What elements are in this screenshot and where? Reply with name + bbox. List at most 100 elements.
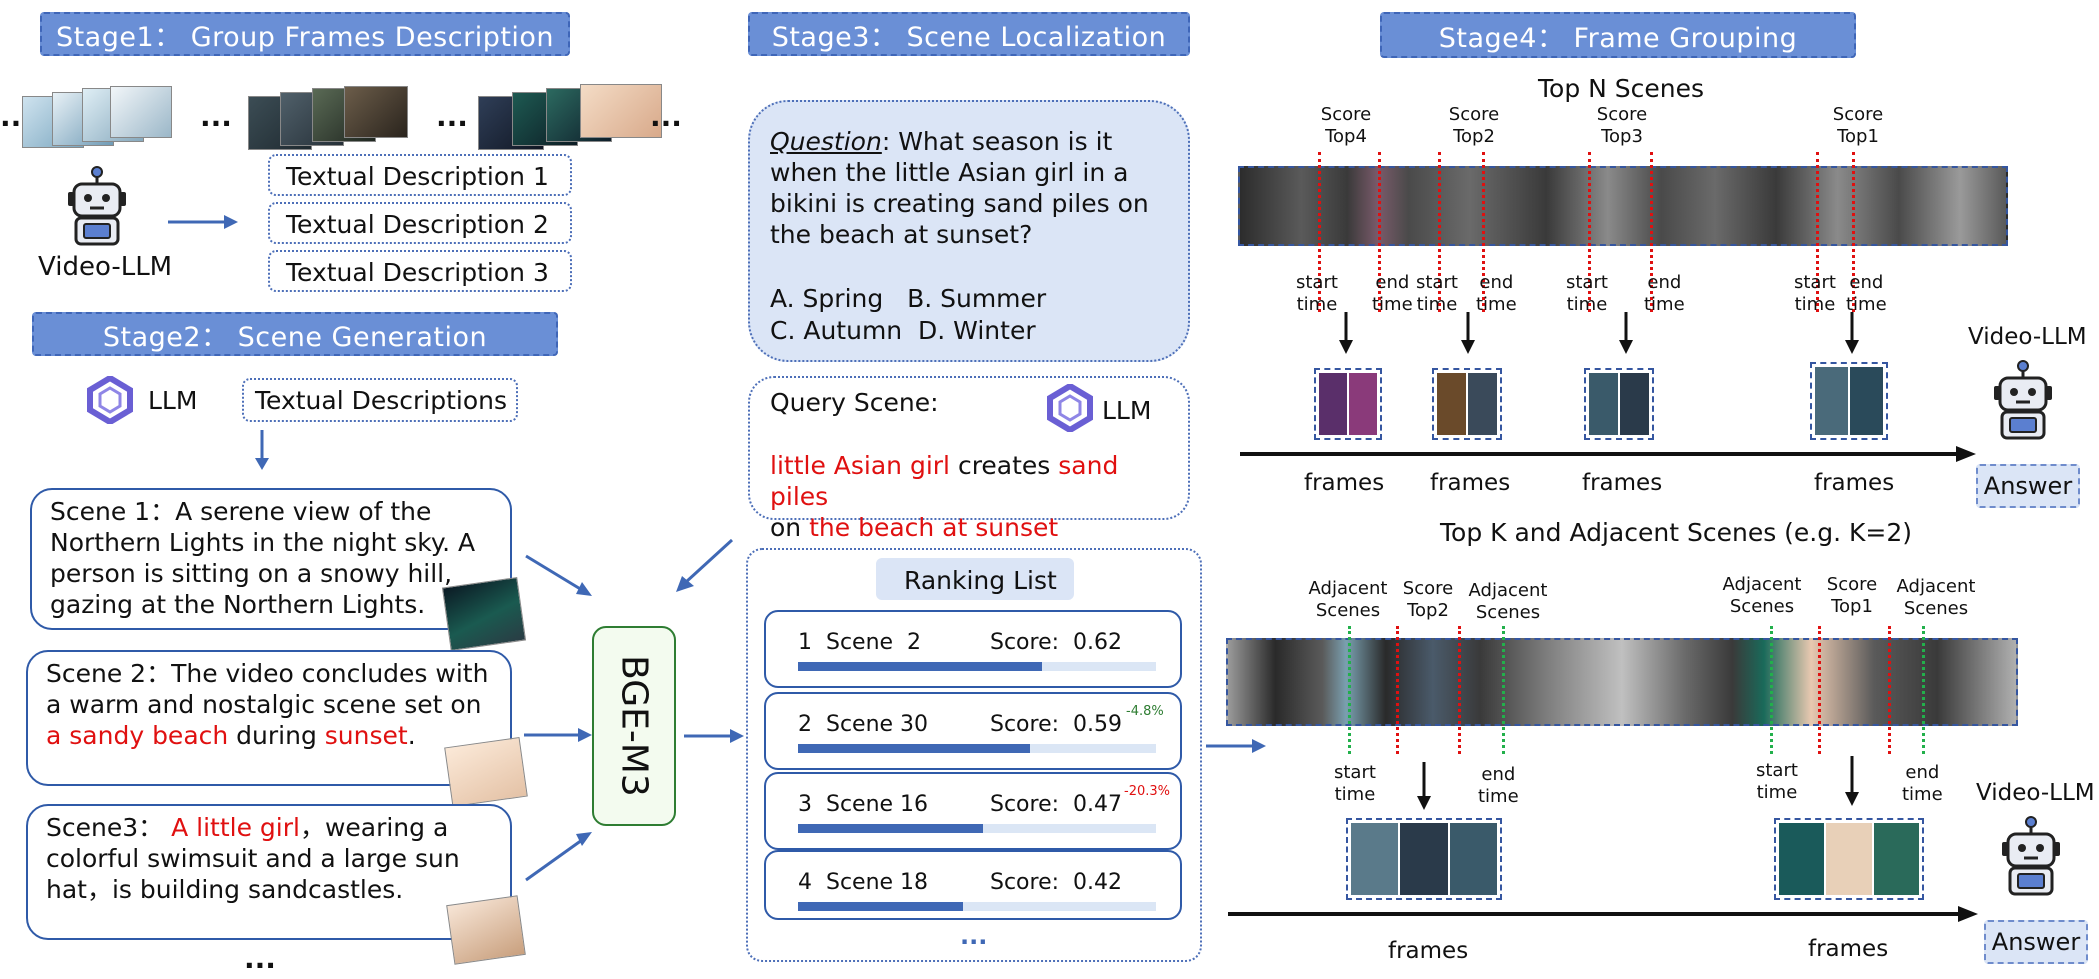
question-body: : What season is it when the little Asia… — [770, 127, 1149, 249]
scene-end-marker — [1650, 152, 1653, 312]
scene-2-thumbnail — [444, 737, 528, 807]
ranking-row-label: 3 Scene 16 — [798, 792, 929, 817]
scene-2-card: Scene 2：The video concludes with a warm … — [26, 650, 512, 786]
ranking-row-score: Score: 0.47 — [990, 792, 1122, 817]
arrow-down-icon — [1417, 762, 1431, 810]
robot-icon — [1994, 360, 2052, 440]
frame-thumbnail — [1779, 823, 1825, 895]
video-llm-label: Video-LLM — [38, 252, 173, 282]
top-k-adjacent-title: Top K and Adjacent Scenes (e.g. K=2) — [1440, 518, 1913, 547]
timeline-arrow-1 — [1240, 446, 1976, 462]
textual-description-box-1 — [268, 154, 572, 196]
query-part-e: the beach at sunset — [809, 513, 1059, 542]
frames-label: frames — [1430, 470, 1511, 496]
ranking-score-track — [798, 902, 1156, 911]
query-part-b: creates — [950, 451, 1059, 480]
answer-box: Answer — [1976, 464, 2080, 508]
arrow-down-icon — [255, 430, 269, 470]
answer-box: Answer — [1984, 920, 2088, 964]
frame-thumbnail — [1349, 373, 1377, 435]
scene-boundary-marker — [1818, 626, 1821, 754]
scene-2-text-c: during — [228, 721, 325, 750]
frame-thumbnail — [1437, 373, 1466, 435]
query-scene-box — [748, 376, 1190, 520]
ranking-row-score: Score: 0.59 — [990, 712, 1122, 737]
ranking-row-score: Score: 0.62 — [990, 630, 1122, 655]
frames-label: frames — [1388, 938, 1469, 964]
scene-boundary-marker — [1502, 626, 1505, 754]
frames-thumbnail-group — [1584, 368, 1654, 440]
scene-start-marker — [1438, 152, 1441, 312]
frames-label: frames — [1814, 470, 1895, 496]
scene-end-marker — [1482, 152, 1485, 312]
frame-thumbnail — [1319, 373, 1347, 435]
query-part-c: sand piles — [770, 451, 1119, 511]
ranking-score-bar — [798, 662, 1042, 671]
frames-thumbnail-group — [1810, 362, 1888, 440]
qwen-logo-icon — [87, 376, 133, 424]
scene-end-marker — [1852, 152, 1855, 312]
scene-3-thumbnail — [446, 895, 526, 965]
question-box — [748, 100, 1190, 362]
frame-thumbnail — [1468, 373, 1497, 435]
scene-start-marker — [1816, 152, 1819, 312]
query-part-a: little Asian girl — [770, 451, 950, 480]
ranking-row-label: 4 Scene 18 — [798, 870, 929, 895]
scene-end-marker — [1378, 152, 1381, 312]
scene-1-thumbnail — [441, 577, 527, 651]
video-frame-thumbnail — [344, 86, 408, 138]
top-k-video-strip — [1226, 638, 2018, 726]
top-n-video-strip — [1238, 166, 2008, 246]
scene-3-text-a: Scene3： — [46, 813, 172, 842]
scene-3-text-c: ，wearing a colorful swimsuit and a large… — [46, 813, 460, 904]
question-label: Question — [770, 127, 882, 156]
arrow-down-icon — [1845, 312, 1859, 354]
video-llm-label: Video-LLM — [1968, 324, 2087, 350]
scene-3-text-b: A little girl — [171, 813, 300, 842]
ranking-row-score: Score: 0.42 — [990, 870, 1122, 895]
frames-thumbnail-group — [1432, 368, 1502, 440]
scene-2-text-b: a sandy beach — [46, 721, 229, 750]
stage4-header: Stage4： Frame Grouping — [1380, 12, 1856, 58]
bge-m3-box — [592, 626, 676, 826]
robot-icon — [68, 166, 126, 246]
arrow-down-left-icon — [676, 538, 734, 592]
ranking-score-bar — [798, 744, 1030, 753]
query-scene-label: Query Scene: — [770, 388, 939, 417]
textual-description-1: Textual Description 1 — [286, 162, 549, 191]
top-n-scenes-title: Top N Scenes — [1538, 74, 1705, 103]
ranking-row-delta: -20.3% — [1124, 784, 1170, 799]
timeline-arrow-2 — [1228, 906, 1978, 922]
frame-thumbnail — [1449, 823, 1497, 895]
textual-description-box-2 — [268, 202, 572, 244]
scene-boundary-marker — [1888, 626, 1891, 754]
ranking-score-bar — [798, 824, 983, 833]
frames-thumbnail-group — [1346, 818, 1502, 900]
scene-1-text: Scene 1：A serene view of the Northern Li… — [50, 497, 476, 619]
video-llm-label: Video-LLM — [1976, 780, 2095, 806]
stage2-header: Stage2： Scene Generation — [32, 312, 558, 356]
arrow-down-icon — [1461, 312, 1475, 354]
textual-description-box-3 — [268, 250, 572, 292]
frame-thumbnail — [1826, 823, 1872, 895]
llm-label: LLM — [148, 386, 198, 415]
frame-thumbnail — [1589, 373, 1618, 435]
frames-label: frames — [1808, 936, 1889, 962]
question-options-line2: C. Autumn D. Winter — [770, 316, 1036, 345]
query-part-d: on — [770, 513, 810, 542]
frame-thumbnail — [1400, 823, 1448, 895]
ranking-row-label: 2 Scene 30 — [798, 712, 929, 737]
scene-1-card: Scene 1：A serene view of the Northern Li… — [30, 488, 512, 630]
ranking-row-delta: -4.8% — [1126, 704, 1164, 719]
arrow-right-icon — [168, 215, 238, 229]
